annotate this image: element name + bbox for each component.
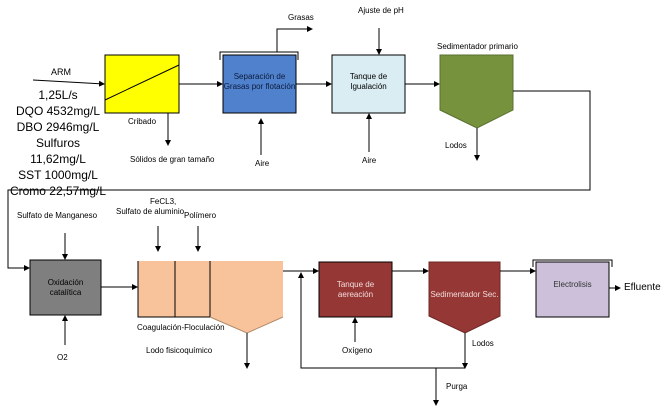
aeracion-label-1: Tanque de [336, 280, 375, 289]
param-dqo: DQO 4532mg/L [15, 104, 101, 118]
oxidacion-label-2: catalítica [49, 288, 82, 297]
cribado-label: Cribado [128, 117, 157, 126]
param-cromo: Cromo 22,57mg/L [9, 184, 107, 198]
aire-label-2: Aire [362, 156, 377, 165]
o2-label: O2 [57, 353, 68, 362]
param-sst: SST 1000mg/L [18, 168, 98, 182]
param-flow: 1,25L/s [38, 88, 78, 102]
influent-label: ARM [51, 67, 71, 77]
grasas-arrow [276, 26, 313, 52]
connector-to-oxidacion [7, 90, 591, 271]
param-sulfuros: Sulfuros 11,62mg/L [30, 136, 86, 166]
recycle-line [298, 272, 465, 369]
cribado-box [104, 54, 180, 114]
fecl3-label: FeCL3, [150, 197, 177, 206]
electrolisis-box [535, 261, 610, 318]
screen-line [104, 64, 180, 101]
manganeso-label: Sulfato de Manganeso [17, 211, 98, 220]
polimero-label: Polímero [184, 211, 217, 220]
lodos-label-1: Lodos [445, 141, 467, 150]
grasas-label: Grasas [288, 13, 314, 22]
flotacion-skimmer [219, 51, 299, 60]
influent-arrow [32, 79, 105, 87]
electrolisis-bracket [532, 259, 613, 267]
solidos-label: Sólidos de gran tamaño [130, 155, 215, 164]
lodos-label-2: Lodos [472, 339, 494, 348]
flotacion-label-2: Grasas por flotación [223, 82, 296, 91]
flotacion-label-1: Separación de [233, 72, 286, 81]
aeracion-label-2: aereación [337, 290, 374, 299]
sedimentador-sec-label: Sedimentador Sec. [430, 290, 499, 299]
sedimentador-primario-shape [439, 54, 514, 129]
oxigeno-label: Oxígeno [342, 346, 373, 355]
influent-params: 1,25L/s DQO 4532mg/L DBO 2946mg/L Sulfur… [8, 87, 108, 199]
ph-label: Ajuste de pH [358, 6, 404, 15]
electrolisis-label: Electrolisis [553, 280, 592, 289]
oxidacion-label-1: Oxidación [47, 278, 84, 287]
igualacion-label-2: Igualación [350, 82, 387, 91]
purga-label: Purga [446, 382, 468, 391]
sedimentador-primario-label: Sedimentador primario [437, 42, 518, 51]
sedimentador-sec-shape [428, 261, 501, 334]
efluente-label: Efluente [624, 282, 661, 293]
igualacion-label-1: Tanque de [349, 72, 388, 81]
sulfato-aluminio-label: Sulfato de aluminio [116, 207, 185, 216]
aire-label-1: Aire [255, 159, 270, 168]
lodo-fisico-label: Lodo fisicoquímico [146, 346, 213, 355]
coagulacion-outline [137, 261, 210, 318]
coagulacion-label: Coagulación-Floculación [137, 323, 225, 332]
param-dbo: DBO 2946mg/L [16, 120, 100, 134]
flotacion-box [222, 54, 297, 114]
